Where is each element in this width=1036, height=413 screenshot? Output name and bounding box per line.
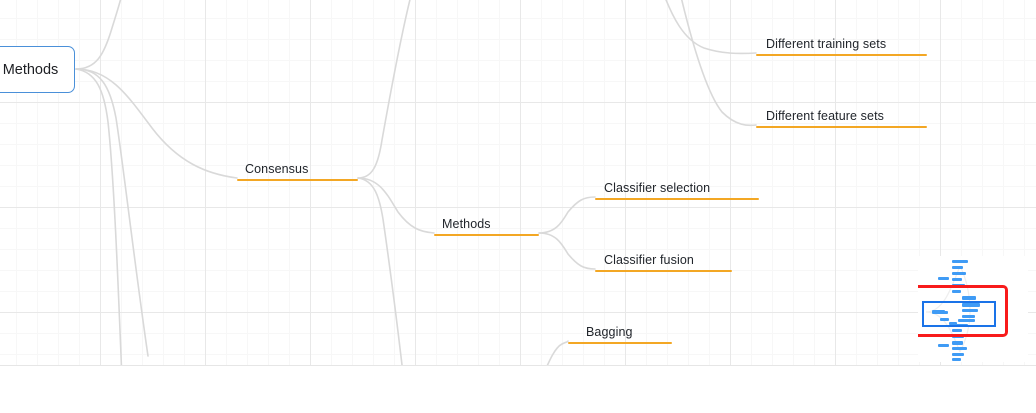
minimap-node (943, 311, 948, 314)
edge-root-to-consensus (75, 68, 238, 179)
edge-upper-to-training (665, 0, 757, 55)
node-underline-classifier-fusion (595, 270, 732, 272)
minimap-viewport-rect[interactable] (922, 301, 996, 327)
underline-bar (595, 198, 759, 200)
underline-bar (568, 342, 672, 344)
node-label: Classifier fusion (604, 253, 694, 267)
minimap-node (952, 266, 963, 269)
edge-methods-sel (538, 196, 596, 234)
node-root[interactable]: Methods (0, 46, 75, 93)
minimap-node (952, 347, 967, 350)
minimap-node (962, 296, 976, 300)
underline-bar (237, 179, 358, 181)
node-underline-consensus (237, 179, 358, 181)
node-classifier-fusion[interactable]: Classifier fusion (603, 253, 695, 270)
minimap-node (962, 309, 978, 312)
minimap-node (952, 335, 964, 338)
underline-bar (595, 270, 732, 272)
node-underline-different-feature-sets (756, 126, 927, 128)
node-underline-classifier-selection (595, 198, 759, 200)
node-different-training-sets[interactable]: Different training sets (765, 37, 887, 54)
minimap-content (918, 256, 1028, 362)
minimap-node (952, 260, 968, 263)
minimap-node (938, 277, 949, 280)
edge-root-to-down2 (75, 68, 123, 365)
node-label: Methods (442, 217, 491, 231)
node-label: Different training sets (766, 37, 887, 51)
minimap-node (949, 322, 957, 325)
minimap-node (952, 290, 961, 293)
node-underline-bagging (568, 342, 672, 344)
minimap-panel[interactable] (918, 256, 1028, 362)
minimap-node (952, 358, 961, 361)
underline-bar (756, 126, 927, 128)
node-label: Classifier selection (604, 181, 711, 195)
node-consensus[interactable]: Consensus (244, 162, 309, 179)
node-different-feature-sets[interactable]: Different feature sets (765, 109, 885, 126)
edge-bagging-in (546, 340, 569, 365)
minimap-node (952, 278, 962, 281)
minimap-node (952, 284, 965, 287)
edge-methods-fus (538, 232, 596, 270)
minimap-node (952, 341, 963, 345)
minimap-node (952, 353, 964, 356)
minimap-node (962, 315, 975, 318)
node-label: Consensus (245, 162, 309, 176)
minimap-node (952, 329, 962, 332)
node-bagging[interactable]: Bagging (585, 325, 634, 342)
edge-root-to-down1 (75, 68, 149, 357)
underline-bar (756, 54, 927, 56)
edge-consensus-down (357, 177, 403, 365)
node-label: Different feature sets (766, 109, 885, 123)
node-label: Methods (2, 61, 59, 78)
minimap-node (932, 310, 945, 314)
edge-consensus-methods (357, 177, 435, 234)
minimap-node (958, 319, 975, 322)
edge-consensus-up (357, 0, 411, 179)
node-methods-sub[interactable]: Methods (441, 217, 492, 234)
edge-root-to-up (75, 0, 122, 70)
minimap-node (962, 303, 980, 307)
node-classifier-selection[interactable]: Classifier selection (603, 181, 711, 198)
minimap-node (938, 344, 949, 347)
minimap-node (952, 272, 966, 275)
node-label: Bagging (586, 325, 633, 339)
edge-upper-to-feature (680, 0, 757, 127)
underline-bar (434, 234, 539, 236)
node-underline-different-training-sets (756, 54, 927, 56)
node-underline-methods-sub (434, 234, 539, 236)
minimap-node (940, 318, 949, 321)
